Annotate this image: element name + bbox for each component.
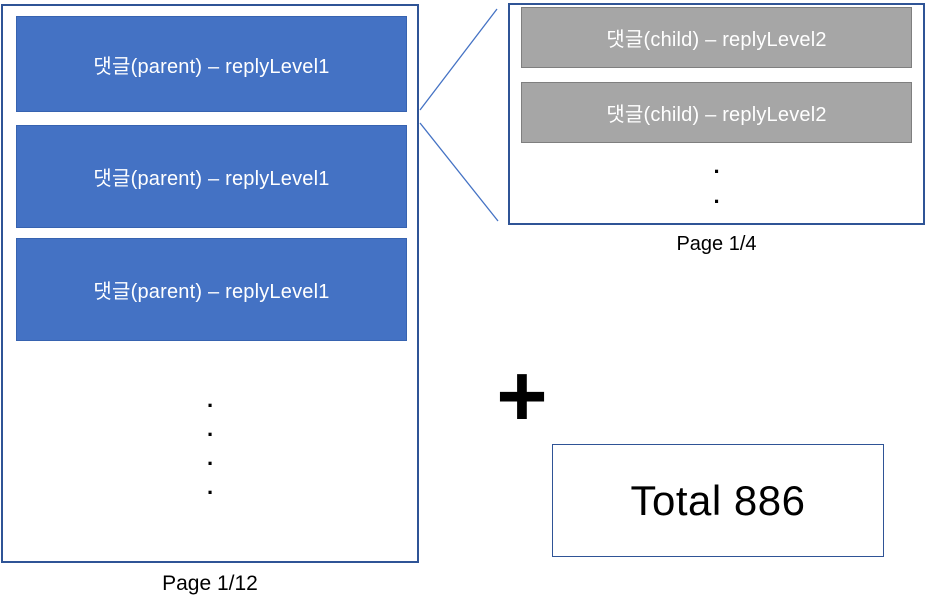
ellipsis-dot: . xyxy=(206,416,214,441)
parent-page-label: Page 1/12 xyxy=(162,572,258,595)
parent-comment-box: 댓글(parent) – replyLevel1 xyxy=(16,16,407,112)
ellipsis-dot: . xyxy=(206,387,214,412)
connector-line-top xyxy=(419,8,498,111)
parent-comments-panel: 댓글(parent) – replyLevel1 댓글(parent) – re… xyxy=(1,4,419,563)
child-comments-panel: 댓글(child) – replyLevel2 댓글(child) – repl… xyxy=(508,3,925,225)
ellipsis-dot: . xyxy=(206,445,214,470)
total-label: Total 886 xyxy=(630,476,806,524)
total-box: Total 886 xyxy=(552,444,884,557)
child-comment-box: 댓글(child) – replyLevel2 xyxy=(521,7,912,68)
connector-line-bottom xyxy=(419,122,499,222)
child-page-label: Page 1/4 xyxy=(676,233,757,255)
child-comment-box: 댓글(child) – replyLevel2 xyxy=(521,82,912,143)
parent-ellipsis-dots: . . . . xyxy=(3,388,417,504)
plus-sign: + xyxy=(496,346,548,445)
ellipsis-dot: . xyxy=(206,474,214,499)
parent-comment-box: 댓글(parent) – replyLevel1 xyxy=(16,238,407,341)
ellipsis-dot: . xyxy=(713,153,720,178)
child-ellipsis-dots: . . xyxy=(510,153,923,213)
ellipsis-dot: . xyxy=(713,183,720,208)
parent-comment-box: 댓글(parent) – replyLevel1 xyxy=(16,125,407,228)
